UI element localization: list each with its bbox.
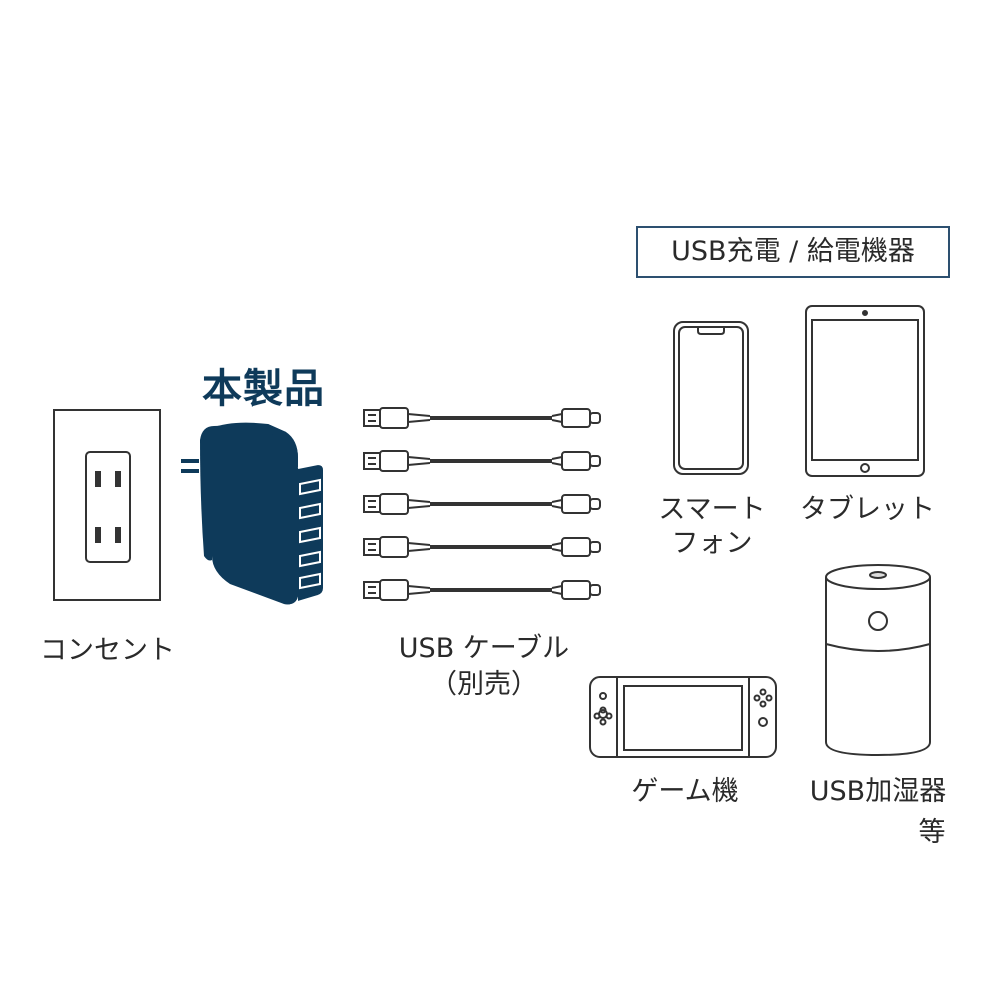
tablet-label: タブレット — [800, 494, 935, 525]
etc-label: 等 — [918, 817, 946, 848]
usb-cable-icon — [363, 407, 601, 429]
smartphone-label: スマート — [658, 494, 766, 525]
product-label: 本製品 — [202, 366, 325, 412]
usb-humidifier-icon — [825, 564, 931, 757]
cable-label: USB ケーブル — [398, 633, 570, 664]
usb-cable-icon — [363, 579, 601, 601]
tablet-icon — [805, 305, 925, 477]
usb-cable-icon — [363, 450, 601, 472]
game-console-label: ゲーム機 — [631, 776, 739, 807]
usb-cable-icon — [363, 493, 601, 515]
wall-outlet-icon — [53, 409, 161, 601]
usb-charger-product-icon — [181, 422, 325, 605]
usb-cable-icon — [363, 536, 601, 558]
game-console-icon — [589, 676, 777, 758]
outlet-label: コンセント — [40, 635, 175, 666]
devices-header-box: USB充電 / 給電機器 — [636, 226, 950, 278]
humidifier-label: USB加湿器 — [809, 776, 947, 807]
smartphone-label-line2: フォン — [671, 528, 753, 559]
smartphone-icon — [673, 321, 749, 475]
cable-label-note: （別売） — [430, 669, 538, 700]
usb-cables-group — [363, 407, 601, 601]
